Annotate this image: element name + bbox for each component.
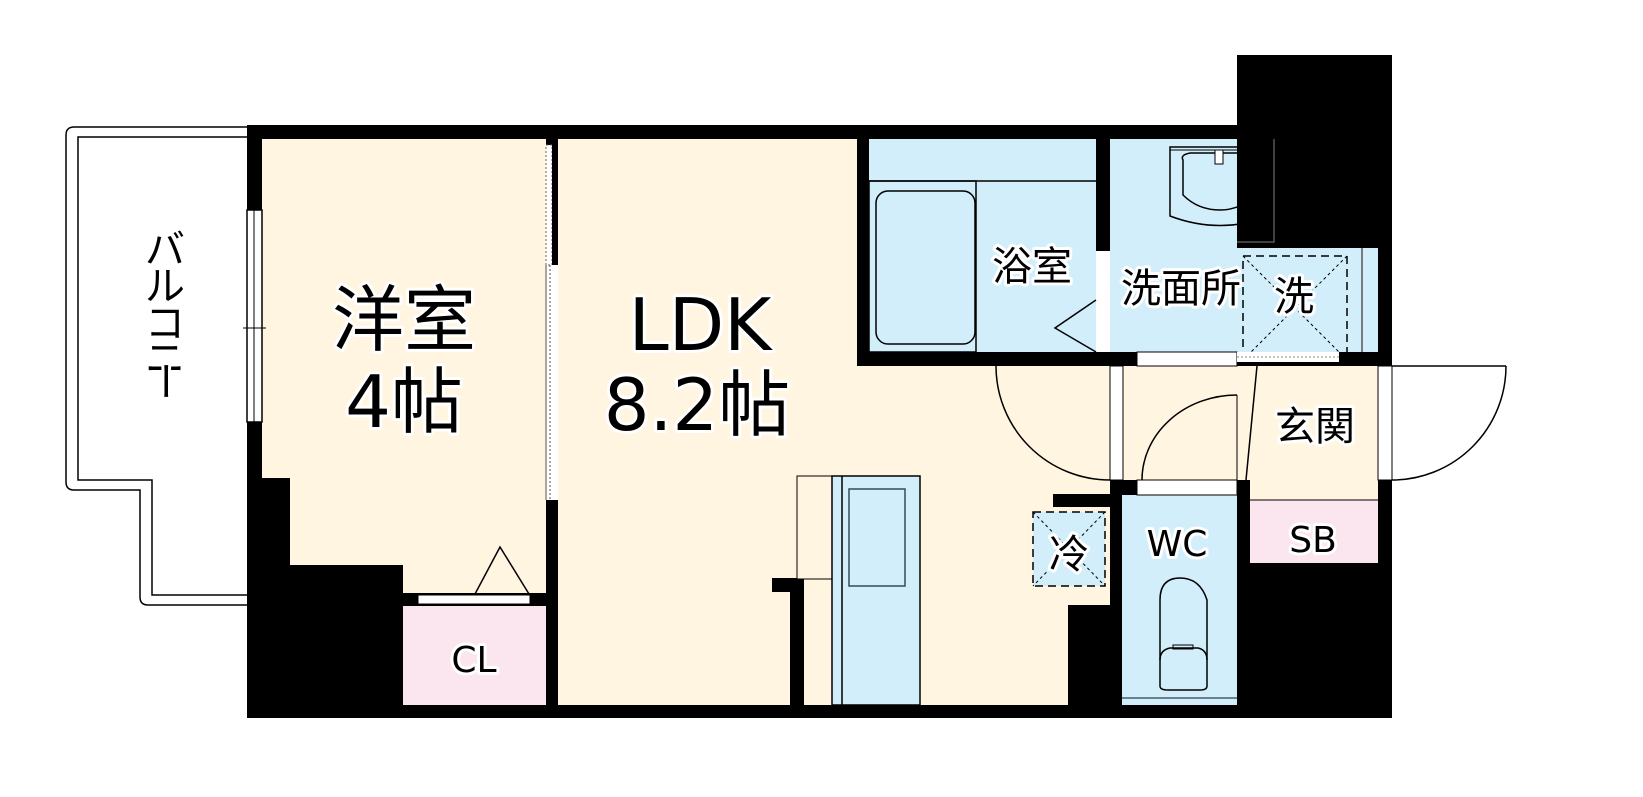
svg-text:ル: ル — [145, 264, 185, 310]
washroom-floor — [1110, 139, 1378, 352]
closet-door — [417, 545, 531, 605]
closet-label: CL — [451, 640, 496, 681]
wash-basin — [1169, 139, 1275, 243]
washroom-label: 洗面所 — [1121, 266, 1241, 312]
ldk-label: LDK — [629, 283, 774, 367]
fridge-label: 冷 — [1049, 532, 1089, 578]
entrance-label: 玄関 — [1275, 404, 1355, 450]
shoe-box-label: SB — [1289, 520, 1337, 561]
washroom-door — [1136, 351, 1339, 367]
toilet-floor — [1122, 495, 1237, 705]
toilet-door — [1136, 394, 1238, 496]
sliding-door-western-ldk — [545, 144, 558, 500]
entrance-floor — [1250, 366, 1378, 500]
western-room-size: 4帖 — [345, 360, 463, 444]
svg-text:ニ: ニ — [145, 336, 185, 382]
ldk-door — [995, 365, 1124, 481]
entrance-door — [1377, 365, 1507, 481]
western-room-label: 洋室 — [332, 278, 476, 362]
ldk-size: 8.2帖 — [604, 363, 791, 447]
entrance-step-line — [1245, 365, 1258, 481]
bathroom-label: 浴室 — [992, 244, 1072, 290]
walls — [247, 55, 1392, 718]
bathroom-floor — [869, 139, 1096, 352]
toilet-label: WC — [1147, 524, 1208, 565]
closet-floor — [403, 606, 546, 705]
western-room-floor — [262, 139, 546, 593]
washer-label: 洗 — [1274, 274, 1314, 320]
balcony-label-char: ー — [141, 361, 187, 401]
kitchen-counter — [796, 475, 921, 706]
ldk-floor — [558, 139, 1122, 705]
balcony-label: バ ル コ ニ ー — [138, 224, 190, 404]
room-labels: 洋室 4帖 CL LDK 8.2帖 浴室 洗面所 洗 冷 WC 玄関 SB バ … — [138, 224, 1358, 684]
bathroom-door — [1053, 251, 1110, 353]
windows — [243, 209, 266, 423]
svg-text:コ: コ — [145, 301, 185, 347]
floor-fills — [262, 139, 1378, 705]
svg-text:バ: バ — [145, 227, 185, 273]
shoe-box-floor — [1250, 500, 1378, 563]
fridge-space — [1032, 511, 1106, 587]
bathtub — [868, 180, 1096, 353]
balcony — [65, 126, 247, 606]
toilet-bowl — [1122, 577, 1237, 699]
